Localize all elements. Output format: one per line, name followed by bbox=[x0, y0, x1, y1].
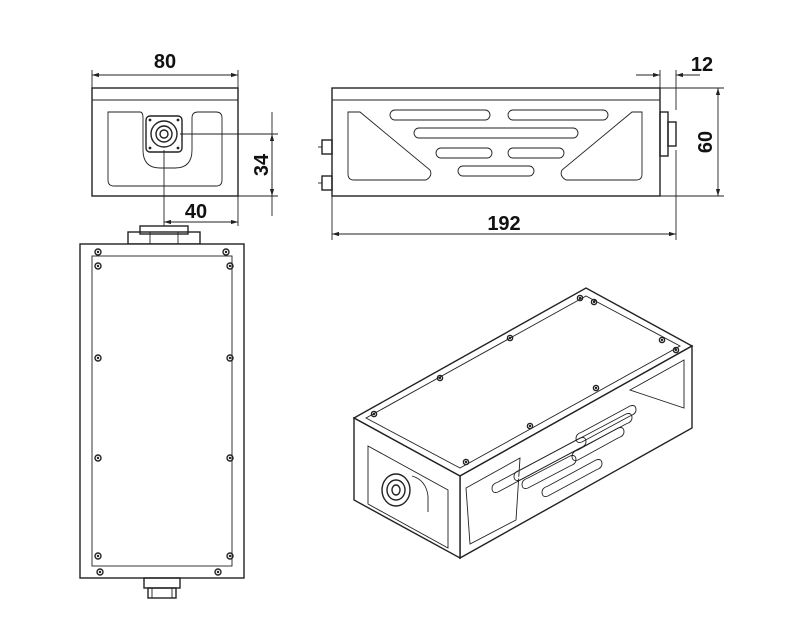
side-connector-left-icon bbox=[318, 139, 333, 191]
top-view-bottom-connector-icon bbox=[143, 577, 181, 599]
screw-center-icon bbox=[98, 570, 102, 574]
dimension-side-connector-depth: 12 bbox=[691, 54, 713, 76]
screw-center-icon bbox=[96, 264, 100, 268]
screw-center-icon bbox=[228, 554, 232, 558]
screw-center-icon bbox=[578, 296, 582, 300]
screw-hole-icon bbox=[370, 410, 378, 418]
screw-center-icon bbox=[508, 336, 512, 340]
screw-center-icon bbox=[96, 250, 100, 254]
iso-slots bbox=[491, 405, 637, 497]
screw-hole-icon bbox=[94, 454, 102, 462]
screw-hole-icon bbox=[214, 568, 222, 576]
screw-center-icon bbox=[228, 356, 232, 360]
front-view: 80 40 34 bbox=[91, 51, 278, 226]
screw-center-icon bbox=[228, 456, 232, 460]
dimension-side-height: 60 bbox=[695, 131, 717, 153]
screw-hole-icon bbox=[576, 294, 584, 302]
screw-center-icon bbox=[528, 424, 532, 428]
screw-hole-icon bbox=[462, 458, 470, 466]
screw-hole-icon bbox=[672, 346, 680, 354]
top-view-screws bbox=[94, 248, 234, 576]
screw-hole-icon bbox=[226, 354, 234, 362]
side-view: 192 12 60 bbox=[318, 54, 724, 240]
dimension-front-port-offset: 40 bbox=[185, 201, 207, 223]
screw-center-icon bbox=[216, 570, 220, 574]
iso-port-icon bbox=[381, 473, 429, 512]
screw-hole-icon bbox=[222, 248, 230, 256]
screw-hole-icon bbox=[658, 336, 666, 344]
dimension-side-length: 192 bbox=[487, 213, 520, 235]
screw-center-icon bbox=[592, 300, 596, 304]
screw-hole-icon bbox=[506, 334, 514, 342]
screw-hole-icon bbox=[226, 454, 234, 462]
screw-hole-icon bbox=[226, 262, 234, 270]
screw-center-icon bbox=[438, 376, 442, 380]
screw-center-icon bbox=[464, 460, 468, 464]
dimension-front-port-height: 34 bbox=[251, 153, 273, 176]
screw-hole-icon bbox=[94, 262, 102, 270]
screw-hole-icon bbox=[94, 354, 102, 362]
screw-center-icon bbox=[660, 338, 664, 342]
screw-hole-icon bbox=[96, 568, 104, 576]
screw-hole-icon bbox=[94, 248, 102, 256]
dimension-front-width: 80 bbox=[154, 51, 176, 73]
screw-hole-icon bbox=[526, 422, 534, 430]
screw-center-icon bbox=[96, 356, 100, 360]
screw-hole-icon bbox=[592, 384, 600, 392]
screw-hole-icon bbox=[94, 552, 102, 560]
screw-center-icon bbox=[228, 264, 232, 268]
screw-hole-icon bbox=[436, 374, 444, 382]
isometric-view bbox=[352, 287, 694, 560]
top-view bbox=[79, 225, 245, 599]
iso-screws bbox=[370, 294, 680, 466]
screw-center-icon bbox=[594, 386, 598, 390]
screw-center-icon bbox=[224, 250, 228, 254]
screw-center-icon bbox=[96, 456, 100, 460]
screw-center-icon bbox=[674, 348, 678, 352]
screw-center-icon bbox=[372, 412, 376, 416]
screw-hole-icon bbox=[226, 552, 234, 560]
side-connector-right-icon bbox=[659, 111, 677, 157]
screw-hole-icon bbox=[590, 298, 598, 306]
screw-center-icon bbox=[96, 554, 100, 558]
